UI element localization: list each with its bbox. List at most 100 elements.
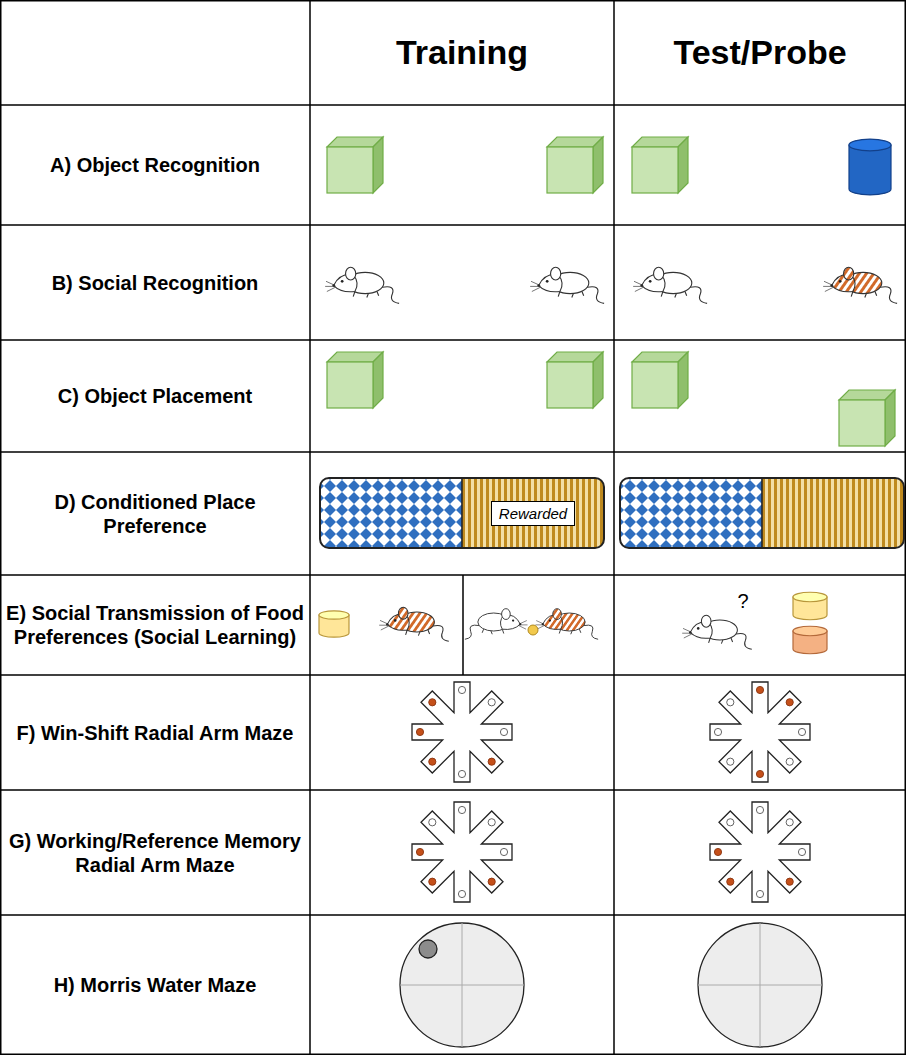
column-rule [613,0,615,1055]
bait-well [786,878,793,885]
bait-well [500,728,507,735]
bait-well [429,699,436,706]
label-text: E) Social Transmission of Food Preferenc… [6,601,304,649]
row-rule [0,104,906,106]
label-text: G) Working/Reference Memory Radial Arm M… [6,829,304,877]
row-rule [0,789,906,791]
bait-well [756,686,763,693]
place-preference-box [620,478,904,548]
row-label: C) Object Placement [6,342,304,450]
bait-well [458,686,465,693]
object-cube [839,390,895,446]
bait-well [416,728,423,735]
bait-well [416,848,423,855]
white-mouse [325,267,399,303]
bait-well [786,758,793,765]
row-label: F) Win-Shift Radial Arm Maze [6,677,304,788]
food-crumb [528,625,538,635]
striped-mouse [535,609,598,640]
label-text: Test/Probe [673,32,846,73]
bait-well [727,819,734,826]
column-header: Test/Probe [616,2,904,103]
object-cube [547,137,603,193]
row-rule [0,674,906,676]
object-cube [632,352,688,408]
bait-well [798,728,805,735]
label-text: F) Win-Shift Radial Arm Maze [17,721,294,745]
label-text: Training [396,32,528,73]
object-cube [547,352,603,408]
row-label: A) Object Recognition [6,107,304,223]
bait-well [429,758,436,765]
bait-well [756,770,763,777]
row-rule [0,914,906,916]
white-mouse [530,267,604,303]
bait-well [714,728,721,735]
bait-well [500,848,507,855]
object-cylinder [849,139,891,195]
bait-well [727,699,734,706]
row-label: D) Conditioned Place Preference [6,454,304,573]
row-rule [0,224,906,226]
bait-well [458,890,465,897]
white-mouse [465,609,528,640]
hidden-platform [419,940,437,958]
radial-arm-maze [412,802,512,902]
label-text: H) Morris Water Maze [54,973,257,997]
food-cup [793,626,827,654]
bait-well [756,806,763,813]
water-maze-pool [400,923,524,1047]
row-rule [0,1054,906,1055]
bait-well [727,758,734,765]
striped-mouse [823,267,897,303]
radial-arm-maze [710,682,810,782]
radial-arm-maze [412,682,512,782]
water-maze-pool [698,923,822,1047]
label-text: ? [737,589,748,613]
striped-mouse [379,607,449,641]
column-rule [0,0,2,1055]
bait-well [429,819,436,826]
bait-well [786,819,793,826]
radial-arm-maze [710,802,810,902]
bait-well [488,819,495,826]
question-mark: ? [728,588,758,614]
bait-well [786,699,793,706]
column-header: Training [312,2,612,103]
row-rule [0,574,906,576]
white-mouse [682,615,752,649]
white-mouse [633,267,707,303]
food-cup [319,611,349,637]
row-rule [0,451,906,453]
column-rule [309,0,311,1055]
bait-well [429,878,436,885]
label-text: D) Conditioned Place Preference [6,490,304,538]
object-cube [327,352,383,408]
row-rule [0,339,906,341]
bait-well [756,890,763,897]
row-label: B) Social Recognition [6,227,304,338]
label-text: B) Social Recognition [52,271,259,295]
place-preference-box [320,478,604,548]
bait-well [727,878,734,885]
label-text: C) Object Placement [58,384,253,408]
object-cube [632,137,688,193]
bait-well [488,758,495,765]
food-cup [793,592,827,620]
bait-well [488,878,495,885]
row-label: E) Social Transmission of Food Preferenc… [6,577,304,673]
sub-column-rule [462,575,464,675]
bait-well [798,848,805,855]
object-cube [327,137,383,193]
bait-well [458,770,465,777]
row-label: G) Working/Reference Memory Radial Arm M… [6,792,304,913]
reward-tag: Rewarded [491,501,575,526]
bait-well [458,806,465,813]
bait-well [714,848,721,855]
node-text: Rewarded [499,505,567,522]
label-text: A) Object Recognition [50,153,260,177]
row-rule [0,0,906,2]
bait-well [488,699,495,706]
